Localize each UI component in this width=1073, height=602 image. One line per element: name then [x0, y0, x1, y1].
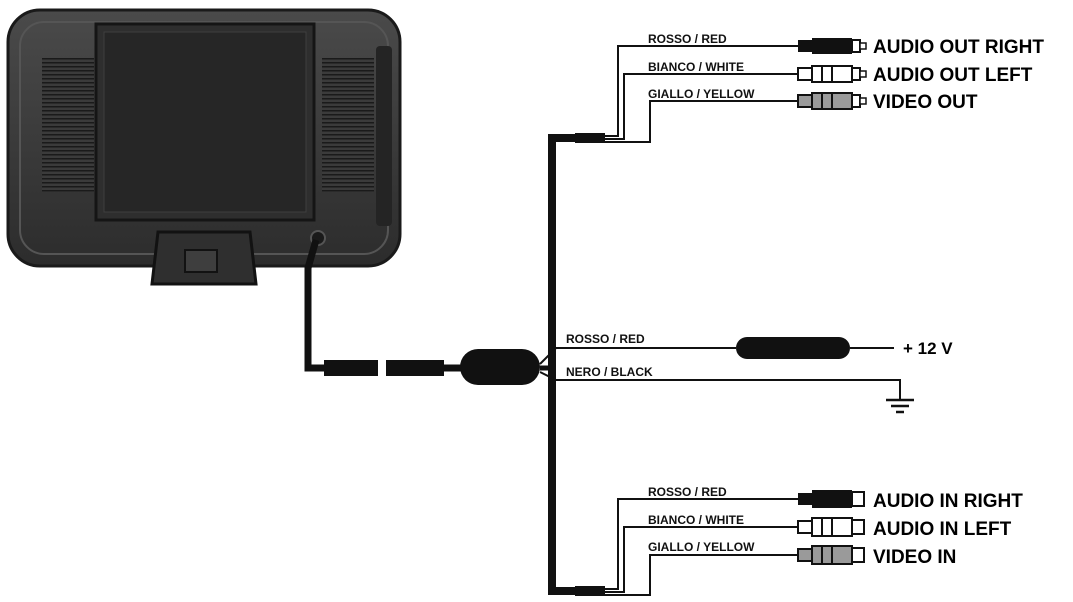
- wire-label-power-red: ROSSO / RED: [566, 332, 645, 346]
- inline-fuse-holder: [736, 337, 850, 359]
- label-video-in: VIDEO IN: [873, 547, 956, 568]
- wire-label-out-yellow: GIALLO / YELLOW: [648, 87, 755, 101]
- rca-plug-video-out: [797, 92, 867, 110]
- main-cable: [304, 239, 464, 376]
- right-grille: [322, 58, 374, 192]
- junction-box: [460, 349, 540, 385]
- output-wires: [605, 45, 806, 143]
- in-cable-sleeve: [575, 586, 605, 596]
- wire-label-in-white: BIANCO / WHITE: [648, 513, 744, 527]
- rca-plug-audio-out-left: [797, 65, 867, 83]
- label-audio-out-left: AUDIO OUT LEFT: [873, 65, 1033, 86]
- cable-spine: [539, 134, 901, 595]
- label-video-out: VIDEO OUT: [873, 92, 978, 113]
- ground-icon: [886, 398, 914, 414]
- wire-label-in-yellow: GIALLO / YELLOW: [648, 540, 755, 554]
- monitor-back-icon: [6, 8, 402, 286]
- rca-plug-audio-out-right: [798, 38, 867, 54]
- label-audio-in-left: AUDIO IN LEFT: [873, 519, 1012, 540]
- label-audio-out-right: AUDIO OUT RIGHT: [873, 37, 1044, 58]
- left-grille: [42, 58, 94, 192]
- out-cable-sleeve: [575, 133, 605, 143]
- label-audio-in-right: AUDIO IN RIGHT: [873, 491, 1023, 512]
- wire-label-out-red: ROSSO / RED: [648, 32, 727, 46]
- rca-jack-video-in: [797, 545, 865, 565]
- rca-jack-audio-in-left: [797, 517, 865, 537]
- wire-label-out-white: BIANCO / WHITE: [648, 60, 744, 74]
- wire-label-power-black: NERO / BLACK: [566, 365, 653, 379]
- side-edge: [376, 46, 392, 226]
- rca-jack-audio-in-right: [798, 490, 865, 508]
- wire-label-in-red: ROSSO / RED: [648, 485, 727, 499]
- input-wires: [605, 498, 806, 596]
- label-power-12v: + 12 V: [903, 339, 953, 358]
